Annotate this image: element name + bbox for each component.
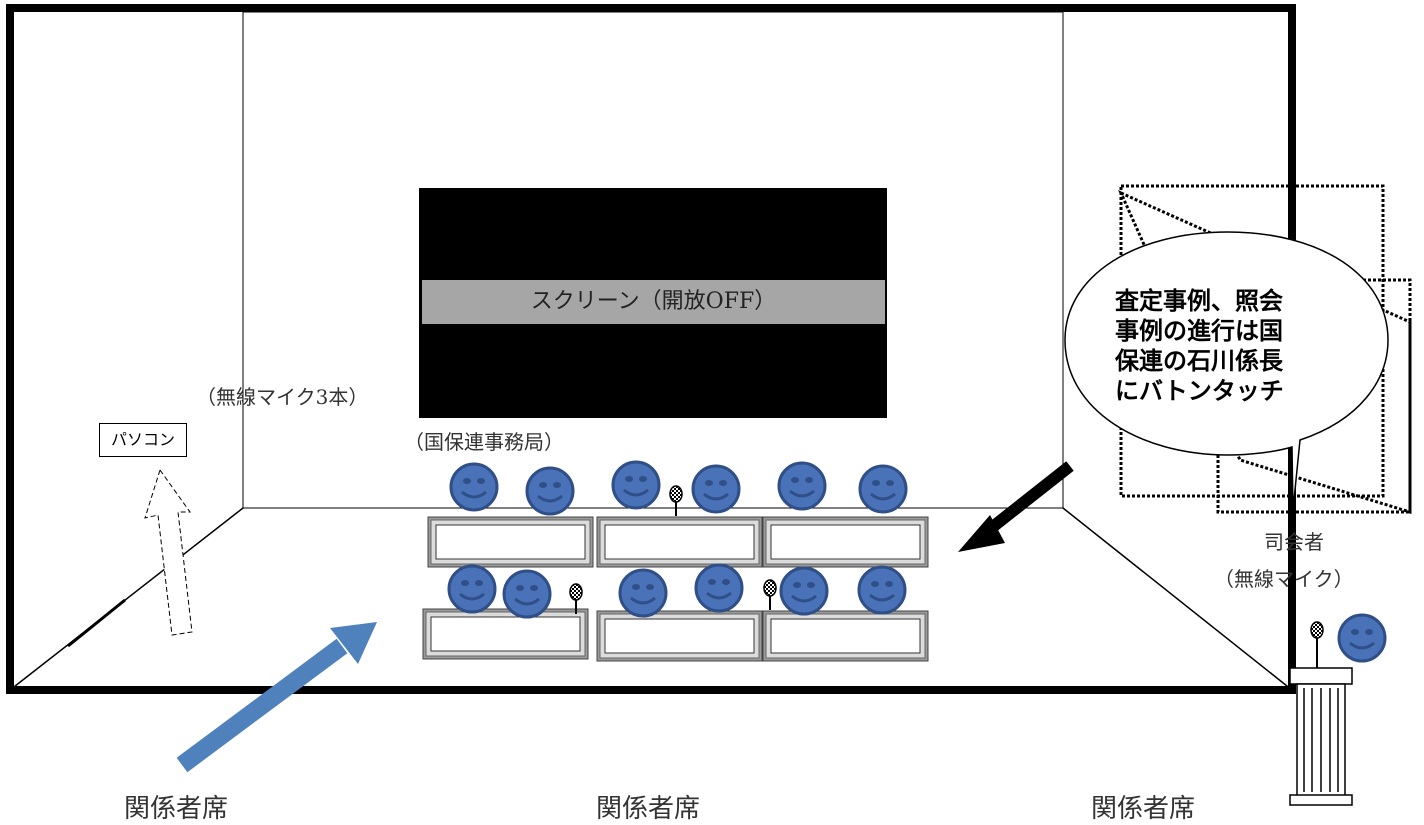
screen-label: スクリーン（開放OFF） <box>422 280 885 324</box>
bubble-line: にバトンタッチ <box>1115 377 1284 405</box>
mc-label: 司会者 <box>1264 530 1324 554</box>
bubble-line: 保連の石川係長 <box>1115 347 1283 375</box>
wireless-mic-label: （無線マイク3本） <box>196 385 369 409</box>
desk-row-2 <box>422 608 929 662</box>
projection-screen: スクリーン（開放OFF） <box>419 188 887 418</box>
pc-label: パソコン <box>99 423 187 457</box>
room-diagram <box>6 4 1412 806</box>
black-arrow <box>958 461 1074 552</box>
bubble-line: 事例の進行は国 <box>1115 317 1283 345</box>
attendees-row-2 <box>447 563 907 619</box>
pc-arrow <box>144 468 193 636</box>
mc-mic-label: （無線マイク） <box>1214 567 1354 591</box>
speech-bubble <box>1064 231 1389 511</box>
desk-row-1 <box>427 516 929 568</box>
secretariat-label: （国保連事務局） <box>404 430 564 454</box>
bubble-text: 査定事例、照会 事例の進行は国 保連の石川係長 にバトンタッチ <box>1115 286 1335 406</box>
blue-arrow <box>176 622 377 773</box>
bubble-line: 査定事例、照会 <box>1115 287 1283 315</box>
mc-podium <box>1289 613 1387 806</box>
